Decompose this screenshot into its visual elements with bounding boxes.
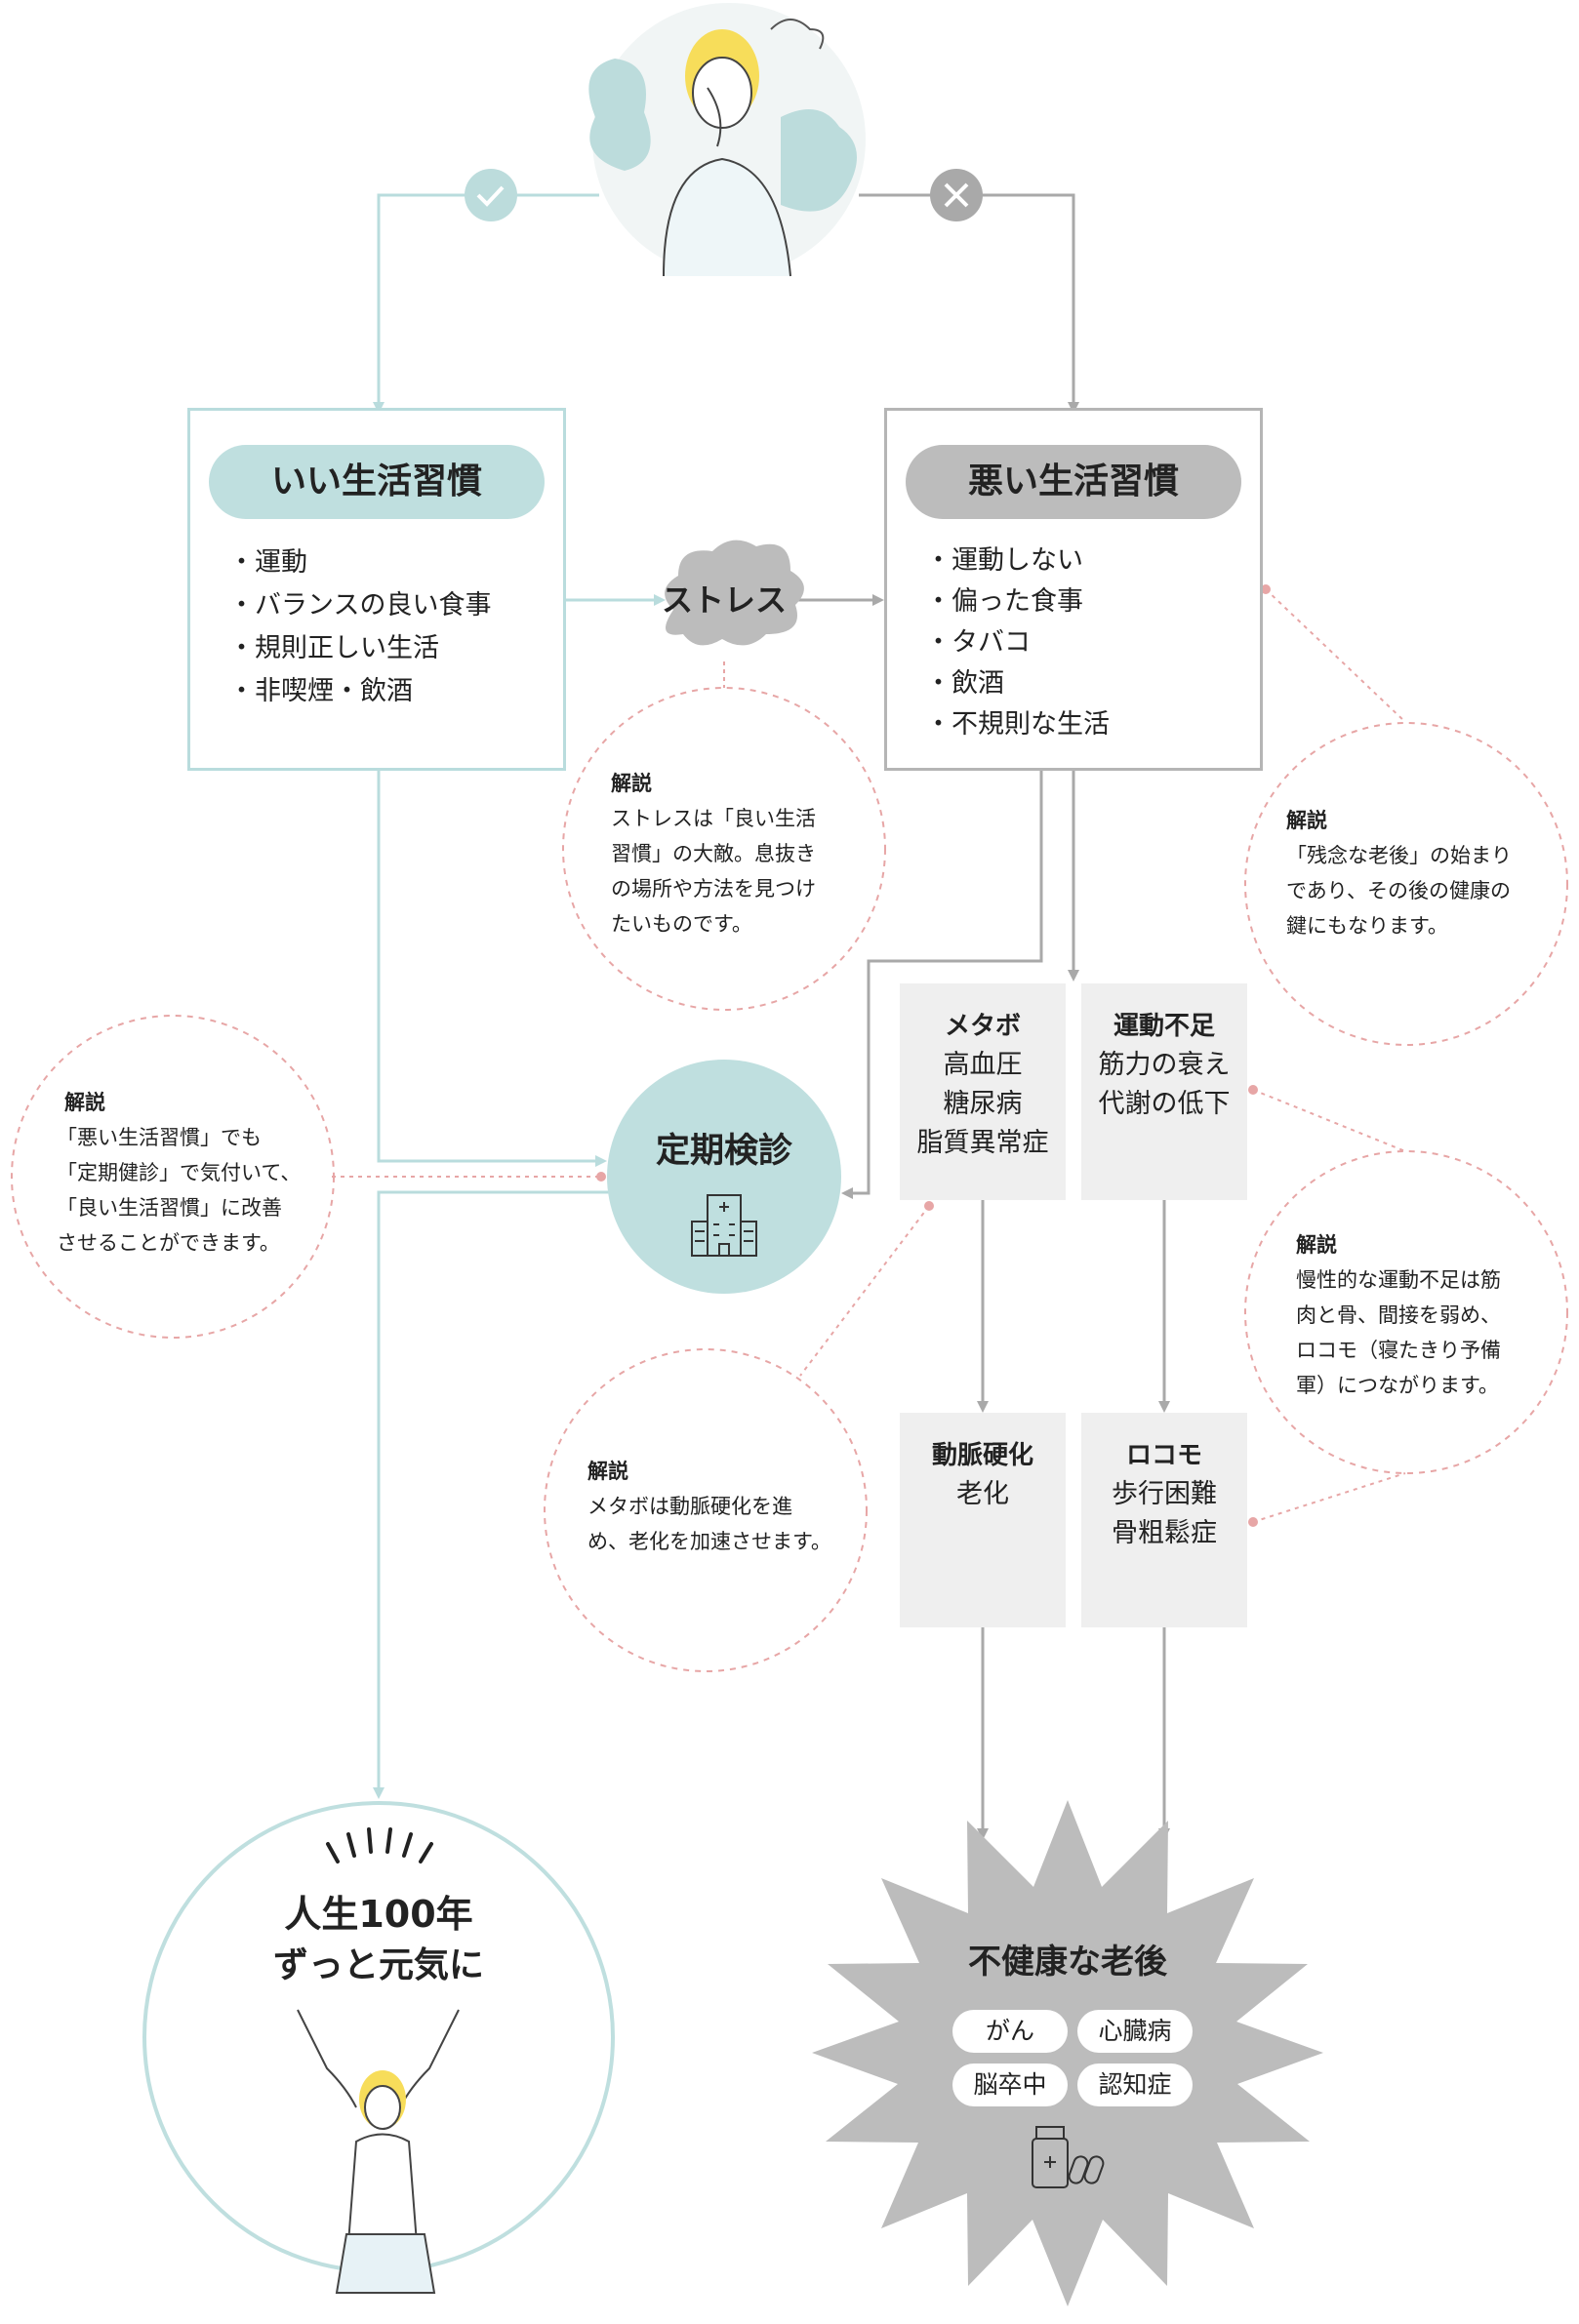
note-line: ストレスは「良い生活 bbox=[611, 807, 816, 830]
thinking-person-illustration bbox=[588, 3, 866, 277]
stress-cloud bbox=[665, 540, 804, 646]
note-line: 「残念な老後」の始まり bbox=[1286, 844, 1512, 867]
note-checkup: 解説 「悪い生活習慣」でも 「定期健診」で気付いて、 「良い生活習慣」に改善 さ… bbox=[57, 1085, 301, 1261]
list-item: 規則正しい生活 bbox=[228, 627, 491, 670]
list-item: バランスの良い食事 bbox=[228, 584, 491, 627]
note-bad-habits: 解説 「残念な老後」の始まり であり、その後の健康の 鍵にもなります。 bbox=[1286, 803, 1512, 943]
medicine-icon bbox=[1032, 2126, 1105, 2188]
card-line: 歩行困難 bbox=[1112, 1479, 1217, 1509]
note-stress: 解説 ストレスは「良い生活 習慣」の大敵。息抜き の場所や方法を見つけ たいもの… bbox=[611, 766, 816, 942]
checkup-label: 定期検診 bbox=[655, 1132, 792, 1171]
good-habits-list: 運動 バランスの良い食事 規則正しい生活 非喫煙・飲酒 bbox=[228, 541, 491, 713]
note-line: 「定期健診」で気付いて、 bbox=[57, 1161, 302, 1184]
note-line: 鍵にもなります。 bbox=[1286, 914, 1448, 938]
note-ring-metabo bbox=[544, 1348, 868, 1672]
note-line: メタボは動脈硬化を進 bbox=[587, 1495, 792, 1518]
card-line: 筋力の衰え bbox=[1098, 1050, 1231, 1080]
disease-tag: 心臓病 bbox=[1077, 2010, 1193, 2053]
note-locomo: 解説 慢性的な運動不足は筋 肉と骨、間接を弱め、 ロコモ（寝たきり予備 軍）につ… bbox=[1296, 1227, 1501, 1403]
bad-end-title: 不健康な老後 bbox=[968, 1943, 1167, 1982]
list-item: 飲酒 bbox=[925, 663, 1110, 704]
note-line: の場所や方法を見つけ bbox=[611, 877, 816, 901]
note-ring-stress bbox=[562, 687, 886, 1011]
check-icon bbox=[476, 185, 505, 207]
note-line: であり、その後の健康の bbox=[1286, 879, 1511, 902]
bad-end-starburst bbox=[812, 1800, 1323, 2306]
arteriosclerosis-card: 動脈硬化 老化 bbox=[900, 1413, 1066, 1627]
note-line: たいものです。 bbox=[611, 912, 752, 936]
hospital-icon bbox=[691, 1194, 757, 1257]
note-line: 慢性的な運動不足は筋 bbox=[1296, 1268, 1501, 1292]
card-line: 糖尿病 bbox=[943, 1089, 1023, 1119]
bad-habits-list: 運動しない 偏った食事 タバコ 飲酒 不規則な生活 bbox=[925, 541, 1110, 745]
card-title: メタボ bbox=[944, 1012, 1021, 1041]
note-heading: 解説 bbox=[64, 1091, 105, 1114]
card-line: 骨粗鬆症 bbox=[1112, 1518, 1217, 1548]
cheering-person-illustration bbox=[297, 2009, 460, 2294]
note-line: 習慣」の大敵。息抜き bbox=[611, 842, 816, 865]
check-badge bbox=[465, 169, 517, 221]
note-line: 軍）につながります。 bbox=[1296, 1374, 1499, 1397]
checkup-circle bbox=[607, 1060, 841, 1294]
good-end-line1: 人生100年 bbox=[284, 1893, 473, 1936]
bad-habits-title: 悪い生活習慣 bbox=[906, 445, 1241, 519]
list-item: 運動 bbox=[228, 541, 491, 584]
list-item: 偏った食事 bbox=[925, 581, 1110, 622]
card-line: 老化 bbox=[956, 1479, 1009, 1509]
good-end-line2: ずっと元気に bbox=[272, 1945, 484, 1985]
note-metabo: 解説 メタボは動脈硬化を進 め、老化を加速させます。 bbox=[587, 1454, 831, 1559]
note-ring-locomo bbox=[1244, 1150, 1568, 1474]
metabo-card: メタボ 高血圧 糖尿病 脂質異常症 bbox=[900, 983, 1066, 1200]
card-title: 動脈硬化 bbox=[931, 1441, 1033, 1470]
note-ring-bad bbox=[1244, 722, 1568, 1046]
note-line: 「悪い生活習慣」でも bbox=[57, 1126, 262, 1149]
note-line: させることができます。 bbox=[57, 1231, 280, 1255]
note-line: 肉と骨、間接を弱め、 bbox=[1296, 1303, 1501, 1327]
note-heading: 解説 bbox=[587, 1460, 628, 1483]
note-line: 「良い生活習慣」に改善 bbox=[57, 1196, 282, 1220]
card-line: 代謝の低下 bbox=[1098, 1089, 1231, 1119]
disease-tag: 脳卒中 bbox=[952, 2064, 1068, 2106]
card-title: ロコモ bbox=[1125, 1441, 1202, 1470]
list-item: タバコ bbox=[925, 622, 1110, 663]
card-line: 脂質異常症 bbox=[916, 1128, 1049, 1158]
note-line: ロコモ（寝たきり予備 bbox=[1296, 1339, 1501, 1362]
locomo-card: ロコモ 歩行困難 骨粗鬆症 bbox=[1081, 1413, 1247, 1627]
note-line: め、老化を加速させます。 bbox=[587, 1530, 831, 1553]
list-item: 非喫煙・飲酒 bbox=[228, 670, 491, 713]
disease-tag: 認知症 bbox=[1077, 2064, 1193, 2106]
note-heading: 解説 bbox=[1286, 809, 1327, 832]
note-heading: 解説 bbox=[611, 772, 652, 795]
card-line: 高血圧 bbox=[943, 1050, 1023, 1080]
note-heading: 解説 bbox=[1296, 1233, 1337, 1257]
list-item: 不規則な生活 bbox=[925, 704, 1110, 745]
card-title: 運動不足 bbox=[1113, 1012, 1215, 1041]
disease-tag: がん bbox=[952, 2010, 1068, 2053]
list-item: 運動しない bbox=[925, 541, 1110, 581]
stress-label: ストレス bbox=[661, 581, 787, 619]
good-habits-title: いい生活習慣 bbox=[209, 445, 545, 519]
sparkle-lines-icon bbox=[326, 1827, 433, 1863]
close-icon bbox=[944, 182, 969, 208]
lack-of-exercise-card: 運動不足 筋力の衰え 代謝の低下 bbox=[1081, 983, 1247, 1200]
